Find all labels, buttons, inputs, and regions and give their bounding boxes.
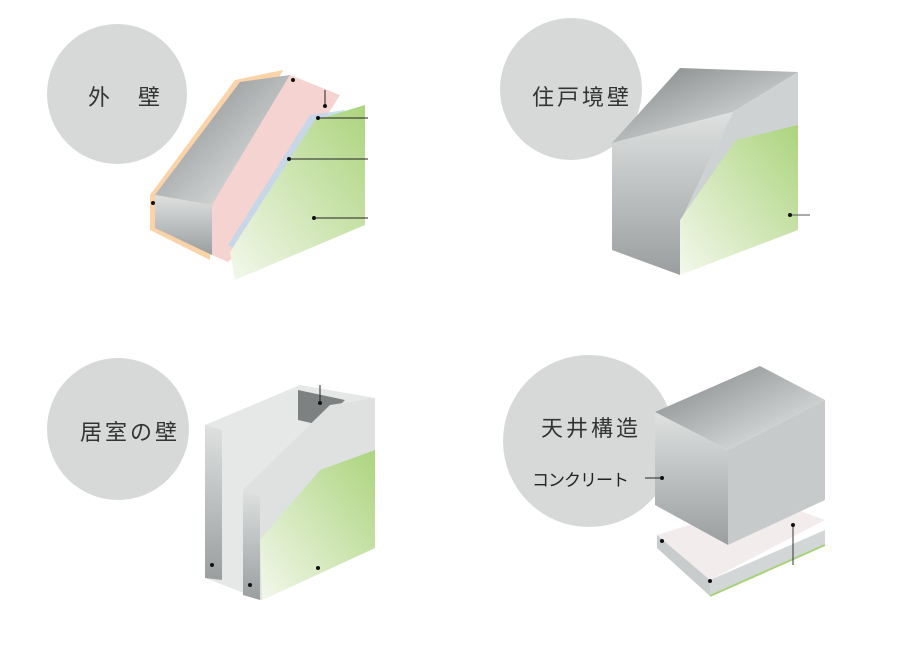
concrete-label: コンクリート	[532, 471, 629, 491]
exterior-wall-diagram	[150, 70, 368, 280]
panel-exterior-wall-circle	[47, 24, 187, 164]
panel-title-exterior-wall: 外 壁	[88, 86, 164, 111]
room-wall-diagram	[205, 385, 375, 600]
party-wall-diagram	[612, 68, 810, 275]
panel-title-party-wall: 住戸境壁	[532, 86, 633, 111]
panel-ceiling-circle	[503, 355, 675, 527]
panel-title-room-wall: 居室の壁	[80, 421, 181, 446]
panel-room-wall-circle	[47, 358, 189, 500]
panel-title-ceiling: 天井構造	[541, 417, 642, 442]
ceiling-structure-diagram	[645, 366, 826, 597]
